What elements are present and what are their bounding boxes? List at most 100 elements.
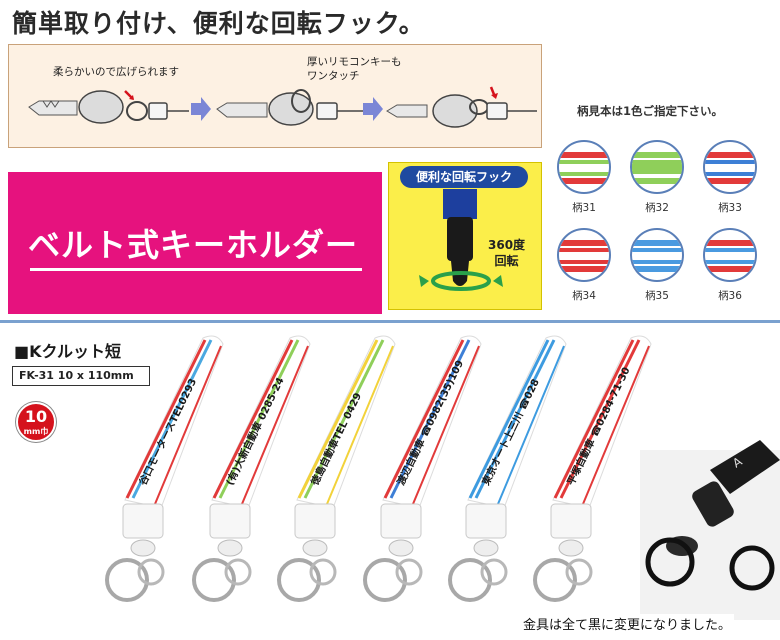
keychain-ring-small — [395, 558, 423, 586]
pattern-stripe — [705, 266, 755, 272]
keychain-clip — [294, 503, 336, 539]
pattern-stripe — [705, 248, 755, 252]
pattern-stripe — [559, 178, 609, 184]
strap-stripe — [212, 339, 294, 499]
keychain-swivel — [388, 539, 414, 557]
strap-stripe — [389, 339, 471, 499]
step3-illustration — [386, 86, 537, 128]
pattern-stripe — [705, 160, 755, 164]
pattern-stripe — [559, 248, 609, 252]
section-divider — [0, 320, 780, 323]
strap-stripe — [559, 339, 641, 499]
keychain-swivel — [302, 539, 328, 557]
pattern-stripe — [559, 152, 609, 158]
keychain-ring — [192, 558, 236, 602]
strap-stripe — [218, 339, 300, 499]
pattern-stripe — [705, 178, 755, 184]
keychain-ring-small — [137, 558, 165, 586]
keychain-ring — [363, 558, 407, 602]
pattern-swatch — [557, 140, 611, 194]
strap-stripe — [383, 339, 465, 499]
keychain-ring-small — [224, 558, 252, 586]
keychain-ring — [277, 558, 321, 602]
pattern-stripe — [559, 160, 609, 164]
hook-rotation-line1: 360度 — [488, 238, 526, 252]
strap-stripe — [468, 339, 550, 499]
keychain-clip — [209, 503, 251, 539]
pattern-stripe — [559, 260, 609, 264]
pattern-stripe — [632, 248, 682, 252]
strap-stripe — [303, 339, 385, 499]
keychain-clip — [380, 503, 422, 539]
strap-stripe — [125, 339, 207, 499]
strap-stripe — [154, 345, 222, 505]
pattern-stripe — [705, 172, 755, 176]
pattern-label: 柄35 — [645, 290, 669, 302]
pattern-stripe — [632, 152, 682, 158]
pattern-label: 柄32 — [645, 202, 669, 214]
headline: 簡単取り付け、便利な回転フック。 — [12, 9, 425, 38]
pattern-label: 柄33 — [718, 202, 742, 214]
keychain-ring-small — [565, 558, 593, 586]
keychain-swivel — [217, 539, 243, 557]
pattern-stripe — [632, 266, 682, 272]
pattern-stripe — [559, 240, 609, 246]
pattern-stripe — [705, 260, 755, 264]
keychain-ring — [448, 558, 492, 602]
badge-number: 10 — [24, 407, 48, 426]
hook-rotation-label: 360度 回転 — [488, 237, 525, 269]
step2-illustration — [216, 89, 367, 126]
hook-illustration — [419, 189, 503, 291]
keychain-ring — [533, 558, 577, 602]
step1-illustration — [28, 90, 189, 124]
pattern-swatch — [703, 140, 757, 194]
hook-title: 便利な回転フック — [400, 166, 528, 188]
strap-stripe — [326, 345, 394, 505]
next-arrow-2 — [363, 97, 383, 121]
keychain-swivel — [473, 539, 499, 557]
keychain-clip — [550, 503, 592, 539]
width-badge: 10 mm巾 — [16, 402, 56, 442]
strap-stripe — [553, 339, 635, 499]
step2-caption-line2: ワンタッチ — [307, 70, 360, 82]
strap-stripe — [474, 339, 556, 499]
product-spec: FK-31 10 x 110mm — [12, 366, 150, 386]
next-arrow-1 — [191, 97, 211, 121]
keychain-clip — [122, 503, 164, 539]
pattern-stripe — [559, 266, 609, 272]
hook-rotation-line2: 回転 — [494, 254, 519, 268]
keychain-ring-small — [309, 558, 337, 586]
pattern-title: 柄見本は1色ご指定下さい。 — [577, 104, 724, 118]
strap-stripe — [497, 345, 565, 505]
pattern-stripe — [632, 260, 682, 264]
footer-note: 金具は全て黒に変更になりました。 — [520, 614, 735, 633]
pattern-swatch — [630, 228, 684, 282]
strap-stripe — [131, 339, 213, 499]
product-name: ■Kクルット短 — [14, 342, 122, 361]
banner-title: ベルト式キーホルダー — [28, 226, 359, 264]
pattern-stripe — [632, 240, 682, 246]
keychain-clip — [465, 503, 507, 539]
banner: ベルト式キーホルダー — [8, 172, 382, 314]
strap-stripe — [297, 339, 379, 499]
pattern-label: 柄34 — [572, 290, 596, 302]
howto-panel: 柔らかいので広げられます 厚いリモコンキーも ワンタッチ — [8, 44, 542, 148]
pattern-stripe — [705, 240, 755, 246]
keychain-swivel — [130, 539, 156, 557]
step1-caption: 柔らかいので広げられます — [53, 66, 179, 78]
step2-caption-line1: 厚いリモコンキーも — [307, 56, 402, 68]
keychain-ring-small — [480, 558, 508, 586]
badge-unit: mm巾 — [23, 427, 49, 436]
pattern-stripe — [632, 164, 682, 174]
pattern-label: 柄36 — [718, 290, 742, 302]
banner-underline — [30, 268, 362, 271]
keychain-ring — [105, 558, 149, 602]
strap-stripe — [582, 345, 650, 505]
strap-stripe — [412, 345, 480, 505]
pattern-swatch — [630, 140, 684, 194]
pattern-stripe — [559, 172, 609, 176]
black-hook-closeup: A — [640, 440, 780, 620]
keychain-swivel — [558, 539, 584, 557]
pattern-label: 柄31 — [572, 202, 596, 214]
